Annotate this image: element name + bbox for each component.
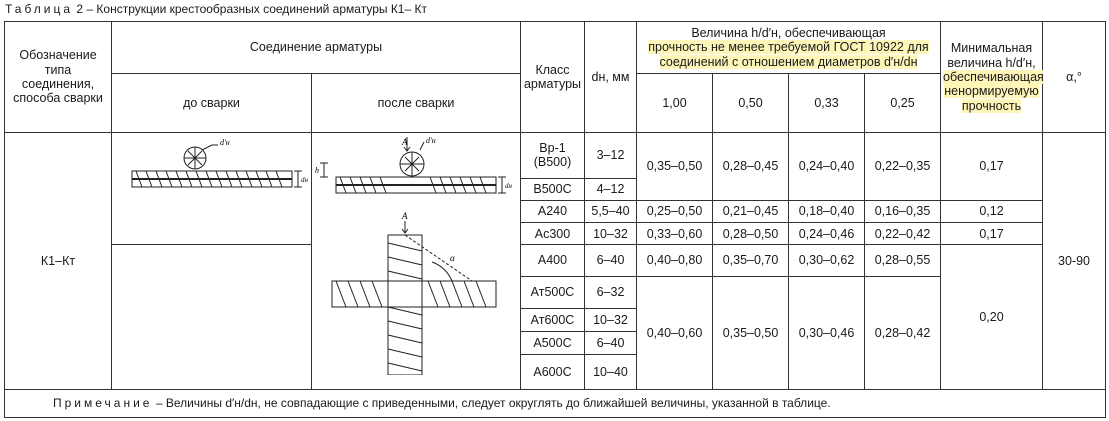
after-dn-prime-label: d′н bbox=[426, 137, 436, 145]
alpha-cell: 30-90 bbox=[1042, 132, 1106, 391]
d-cell: 4–12 bbox=[584, 177, 637, 201]
d-cell: 6–40 bbox=[584, 244, 637, 277]
after-h-label: h bbox=[315, 166, 319, 175]
drawing-after-svg: А d′н h dн А α bbox=[315, 137, 513, 376]
d-cell: 10–40 bbox=[584, 354, 637, 391]
min-cell: 0,12 bbox=[940, 199, 1043, 224]
class-cell: Ас300 bbox=[520, 222, 585, 246]
d-cell: 3–12 bbox=[584, 132, 637, 179]
table-caption: Таблица 2 – Конструкции крестообразных с… bbox=[5, 2, 427, 16]
header-min-highlight: обеспечивающая ненормируемую прочность bbox=[943, 69, 1044, 113]
header-ratio-1: 1,00 bbox=[636, 72, 713, 134]
header-class: Класс арматуры bbox=[520, 20, 585, 134]
header-min-top: Минимальная величина h/d′н, bbox=[947, 41, 1036, 70]
d-cell: 6–40 bbox=[584, 331, 637, 356]
g1-ratio-3: 0,24–0,40 bbox=[788, 132, 865, 201]
ratio-cell: 0,21–0,45 bbox=[712, 199, 789, 224]
class-cell: А500С bbox=[520, 331, 585, 356]
drawing-before: d′н dн bbox=[111, 132, 312, 246]
after-A-label: А bbox=[401, 137, 408, 147]
header-before: до сварки bbox=[111, 72, 312, 134]
joints-table: Обозначение типа соединения, способа сва… bbox=[4, 20, 1106, 418]
header-alpha: α,° bbox=[1042, 20, 1106, 134]
ratio-cell: 0,16–0,35 bbox=[864, 199, 941, 224]
header-joint: Соединение арматуры bbox=[111, 21, 521, 74]
class-cell: А400 bbox=[520, 244, 585, 277]
row-type: К1–Кт bbox=[4, 132, 112, 391]
d-cell: 10–32 bbox=[584, 307, 637, 333]
g1-ratio-1: 0,35–0,50 bbox=[636, 132, 713, 201]
ratio-cell: 0,25–0,50 bbox=[636, 199, 713, 224]
header-min: Минимальная величина h/d′н,обеспечивающа… bbox=[940, 20, 1044, 134]
header-ratio-4: 0,25 bbox=[864, 72, 941, 134]
caption-word: Таблица bbox=[5, 2, 74, 16]
ratio-cell: 0,28–0,55 bbox=[864, 244, 941, 277]
g2-ratio-2: 0,35–0,50 bbox=[712, 275, 789, 391]
header-ratio-2: 0,50 bbox=[712, 72, 789, 134]
g1-ratio-4: 0,22–0,35 bbox=[864, 132, 941, 201]
drawing-after: А d′н h dн А α bbox=[311, 132, 521, 391]
ratio-cell: 0,28–0,50 bbox=[712, 222, 789, 246]
g2-ratio-1: 0,40–0,60 bbox=[636, 275, 713, 391]
ratio-cell: 0,24–0,46 bbox=[788, 222, 865, 246]
header-d: dн, мм bbox=[584, 20, 637, 134]
g1-ratio-2: 0,28–0,45 bbox=[712, 132, 789, 201]
caption-rest: 2 – Конструкции крестообразных соединени… bbox=[76, 2, 427, 16]
header-after: после сварки bbox=[311, 72, 521, 134]
header-ratio-3: 0,33 bbox=[788, 72, 865, 134]
class-cell: А240 bbox=[520, 199, 585, 224]
header-ratio-top: Величина h/d′н, обеспечивающая bbox=[691, 25, 886, 40]
before-dn-label: dн bbox=[301, 176, 309, 184]
before-dn-prime-label: d′н bbox=[220, 138, 230, 147]
class-cell: А600С bbox=[520, 354, 585, 391]
drawing-before-svg: d′н dн bbox=[131, 138, 309, 188]
ratio-cell: 0,35–0,70 bbox=[712, 244, 789, 277]
header-type: Обозначение типа соединения, способа сва… bbox=[4, 20, 112, 134]
drawing-before-empty bbox=[111, 244, 312, 391]
min-cell: 0,17 bbox=[940, 222, 1043, 246]
table-note: Примечание – Величины d′н/dн, не совпада… bbox=[4, 389, 1106, 418]
g2-ratio-3: 0,30–0,46 bbox=[788, 275, 865, 391]
ratio-cell: 0,33–0,60 bbox=[636, 222, 713, 246]
after-A2-label: А bbox=[401, 211, 408, 221]
note-text: – Величины d′н/dн, не совпадающие с прив… bbox=[155, 395, 831, 410]
class-cell: Ат600С bbox=[520, 307, 585, 333]
after-dn-label: dн bbox=[505, 182, 513, 190]
ratio-cell: 0,18–0,40 bbox=[788, 199, 865, 224]
after-alpha-label: α bbox=[450, 253, 455, 263]
d-cell: 6–32 bbox=[584, 275, 637, 309]
g1-min: 0,17 bbox=[940, 132, 1043, 201]
note-label: Примечание bbox=[53, 395, 153, 410]
class-cell: В500С bbox=[520, 177, 585, 201]
g2-ratio-4: 0,28–0,42 bbox=[864, 275, 941, 391]
ratio-cell: 0,22–0,42 bbox=[864, 222, 941, 246]
g2-min: 0,20 bbox=[940, 244, 1043, 391]
ratio-cell: 0,40–0,80 bbox=[636, 244, 713, 277]
d-cell: 10–32 bbox=[584, 222, 637, 246]
class-cell: Вр-1 (В500) bbox=[520, 132, 585, 179]
ratio-cell: 0,30–0,62 bbox=[788, 244, 865, 277]
class-cell: Ат500С bbox=[520, 275, 585, 309]
header-ratio-highlight: прочность не менее требуемой ГОСТ 10922 … bbox=[648, 40, 929, 69]
d-cell: 5,5–40 bbox=[584, 199, 637, 224]
